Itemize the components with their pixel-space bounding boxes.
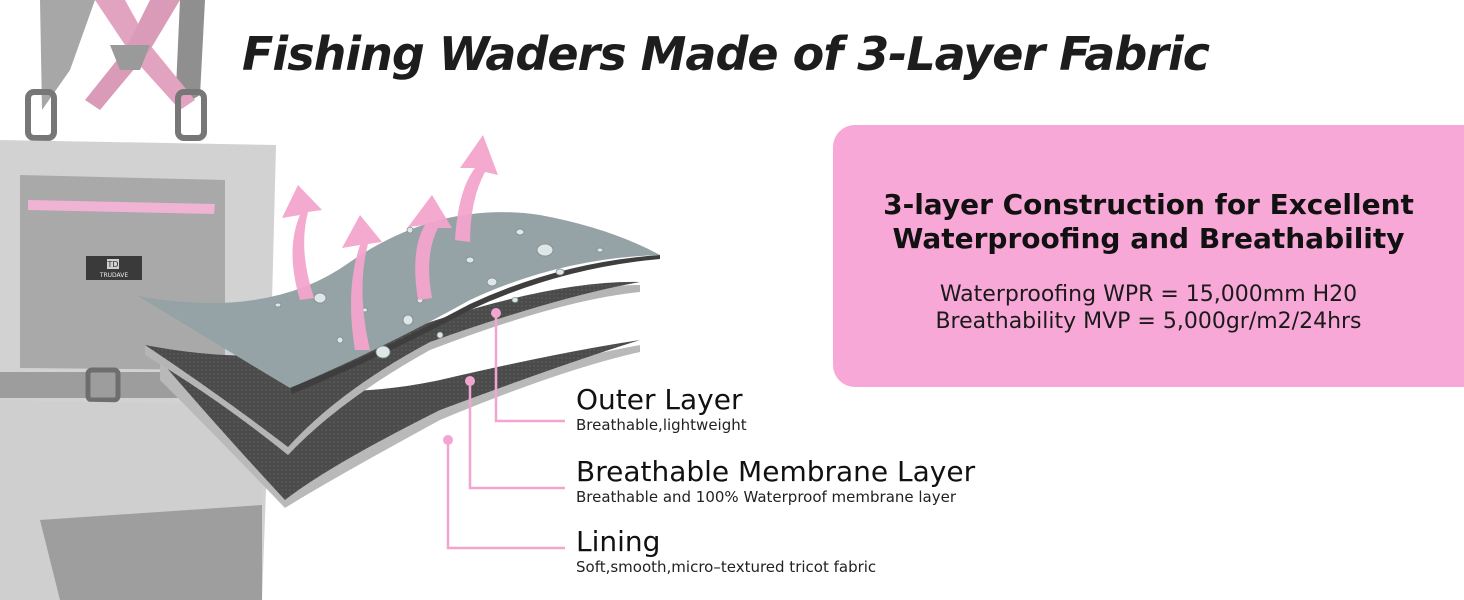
membrane-layer xyxy=(145,281,640,447)
wader-illustration: TD TRUDAVE xyxy=(0,0,276,600)
right-strap xyxy=(175,0,205,110)
vapor-arrows xyxy=(282,135,498,350)
lining-label: Lining Soft,smooth,micro–textured tricot… xyxy=(576,525,877,577)
card-heading: 3-layer Construction for Excellent Water… xyxy=(833,188,1464,256)
membrane-layer-label: Breathable Membrane Layer Breathable and… xyxy=(576,455,976,507)
layer-description: Breathable and 100% Waterproof membrane … xyxy=(576,488,957,506)
breathability-spec: Breathability MVP = 5,000gr/m2/24hrs xyxy=(935,309,1362,334)
membrane-leader xyxy=(468,381,565,490)
layer-description: Soft,smooth,micro–textured tricot fabric xyxy=(576,558,877,576)
left-buckle xyxy=(25,89,57,141)
vapor-arrow xyxy=(282,185,322,300)
leader-lines xyxy=(446,314,565,550)
pocket-zipper xyxy=(28,200,215,214)
card-heading-line: 3-layer Construction for Excellent xyxy=(883,188,1414,221)
water-droplets xyxy=(274,226,604,359)
layer-title: Outer Layer xyxy=(576,383,743,416)
brand-logo-mark-bg xyxy=(107,259,119,269)
card-specs: Waterproofing WPR = 15,000mm H20 Breatha… xyxy=(833,281,1464,335)
vapor-arrow xyxy=(455,135,498,242)
lining-layer xyxy=(160,340,640,500)
leg-reinforcement xyxy=(40,505,262,600)
membrane-marker xyxy=(465,376,475,386)
headline: Fishing Waders Made of 3-Layer Fabric xyxy=(242,27,1210,81)
vapor-arrow xyxy=(408,195,452,300)
layer-title: Lining xyxy=(576,525,661,558)
outer-layer-label: Outer Layer Breathable,lightweight xyxy=(576,383,747,435)
info-card: 3-layer Construction for Excellent Water… xyxy=(833,125,1464,387)
layer-description: Breathable,lightweight xyxy=(576,416,747,434)
outer-layer xyxy=(138,212,660,388)
belt-buckle xyxy=(85,367,121,403)
layer-title: Breathable Membrane Layer xyxy=(576,455,976,488)
vapor-arrow xyxy=(342,215,382,350)
card-heading-line: Waterproofing and Breathability xyxy=(892,222,1405,255)
waterproofing-spec: Waterproofing WPR = 15,000mm H20 xyxy=(939,282,1358,307)
brand-logo-mark: TD xyxy=(106,260,118,269)
strap-junction xyxy=(110,45,150,70)
lining-marker xyxy=(443,435,453,445)
right-buckle xyxy=(175,89,207,141)
brand-logo-text: TRUDAVE xyxy=(99,272,129,279)
lining-leader xyxy=(446,440,565,550)
outer-layer-leader xyxy=(494,314,565,423)
outer-layer-marker xyxy=(491,308,501,318)
left-strap xyxy=(40,0,95,110)
